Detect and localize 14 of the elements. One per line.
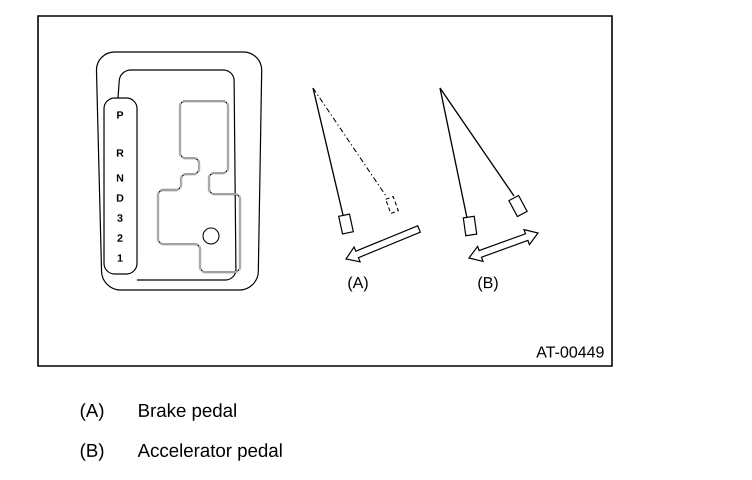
gear-letter: D: [116, 194, 124, 202]
pedal-label: (B): [478, 276, 498, 292]
gear-letter: 1: [118, 254, 123, 262]
legend-key: (B): [80, 443, 104, 461]
gear-letter: 2: [117, 234, 123, 242]
legend-text: Brake pedal: [139, 403, 236, 421]
gear-letter: 3: [117, 214, 123, 222]
gear-letter: R: [116, 149, 124, 157]
gear-letter: P: [117, 111, 124, 119]
legend-text: Accelerator pedal: [138, 443, 282, 461]
gear-letter: N: [116, 174, 124, 182]
legend-key: (A): [80, 403, 104, 421]
figure-code: AT-00449: [536, 346, 604, 358]
pedal-label: (A): [348, 276, 368, 292]
